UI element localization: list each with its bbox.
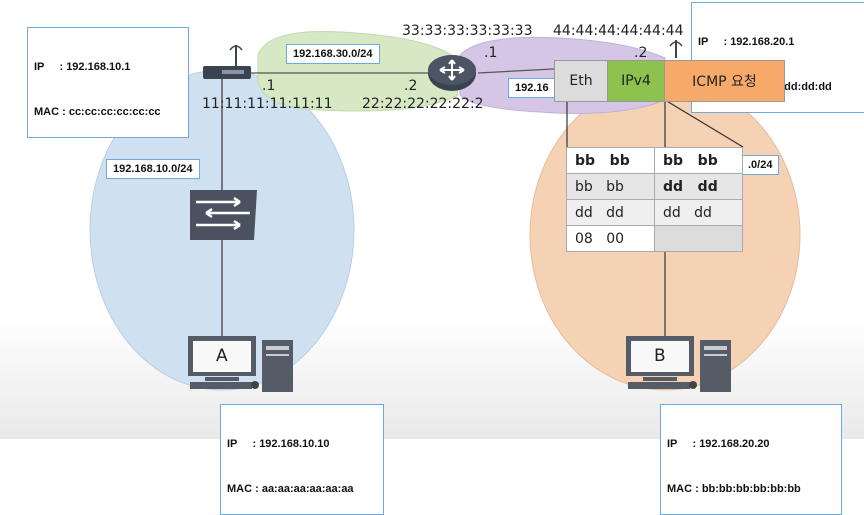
switch-icon [190, 190, 257, 240]
center-right-mac-label: 33:33:33:33:33:33 [402, 23, 533, 39]
right-network-label: .0/24 [742, 155, 780, 175]
pc-a-mac: MAC : aa:aa:aa:aa:aa:aa [227, 483, 354, 495]
frame-row: bb bb dd dd [566, 173, 743, 200]
right-router-port-label: .2 [634, 45, 648, 61]
pc-a-icon [188, 336, 293, 392]
center-left-port-label: .2 [404, 78, 418, 94]
packet-eth-segment: Eth [554, 60, 608, 102]
pc-a-ip: IP : 192.168.10.10 [227, 438, 330, 450]
pc-b-info-box: IP : 192.168.20.20 MAC : bb:bb:bb:bb:bb:… [660, 404, 842, 515]
callout-line-right [664, 99, 744, 148]
left-router-mac-label: 11:11:11:11:11:11 [202, 96, 333, 112]
frame-cell: dd dd [654, 199, 743, 226]
router-left-mac: MAC : cc:cc:cc:cc:cc:cc [34, 106, 161, 118]
pc-b-icon [626, 336, 731, 392]
frame-cell [654, 225, 743, 252]
center-router-icon [428, 55, 476, 91]
left-router-port-label: .1 [262, 78, 276, 94]
frame-cell: bb bb [566, 173, 655, 200]
router-right-ip: IP : 192.168.20.1 [698, 36, 795, 48]
packet-icmp-segment: ICMP 요청 [664, 60, 785, 102]
right-router-icon [669, 40, 683, 58]
router-left-ip: IP : 192.168.10.1 [34, 61, 131, 73]
pc-a-info-box: IP : 192.168.10.10 MAC : aa:aa:aa:aa:aa:… [220, 404, 384, 515]
frame-row: dd dd dd dd [566, 199, 743, 226]
frame-row: 08 00 [566, 225, 743, 252]
frame-cell: bb bb [566, 147, 655, 174]
frame-cell: bb bb [654, 147, 743, 174]
pc-b-ip: IP : 192.168.20.20 [667, 438, 770, 450]
center-left-mac-label: 22:22:22:22:22:2 [362, 96, 484, 112]
left-router-icon [203, 45, 251, 79]
right-top-network-label: 192.16 [508, 78, 562, 98]
center-right-port-label: .1 [484, 45, 498, 61]
left-network-label: 192.168.10.0/24 [106, 159, 200, 179]
right-router-mac-label: 44:44:44:44:44:44 [553, 23, 684, 39]
frame-cell: dd dd [654, 173, 743, 200]
ethernet-frame-table: bb bb bb bb bb bb dd dd dd dd dd dd 08 0… [566, 147, 743, 252]
router-left-info-box: IP : 192.168.10.1 MAC : cc:cc:cc:cc:cc:c… [27, 27, 189, 138]
packet-ipv4-segment: IPv4 [607, 60, 665, 102]
frame-cell: dd dd [566, 199, 655, 226]
pc-a-label: A [216, 346, 228, 366]
frame-cell: 08 00 [566, 225, 655, 252]
pc-b-mac: MAC : bb:bb:bb:bb:bb:bb [667, 483, 801, 495]
pc-b-label: B [654, 346, 666, 366]
frame-row: bb bb bb bb [566, 147, 743, 174]
center-network-label: 192.168.30.0/24 [286, 44, 380, 64]
